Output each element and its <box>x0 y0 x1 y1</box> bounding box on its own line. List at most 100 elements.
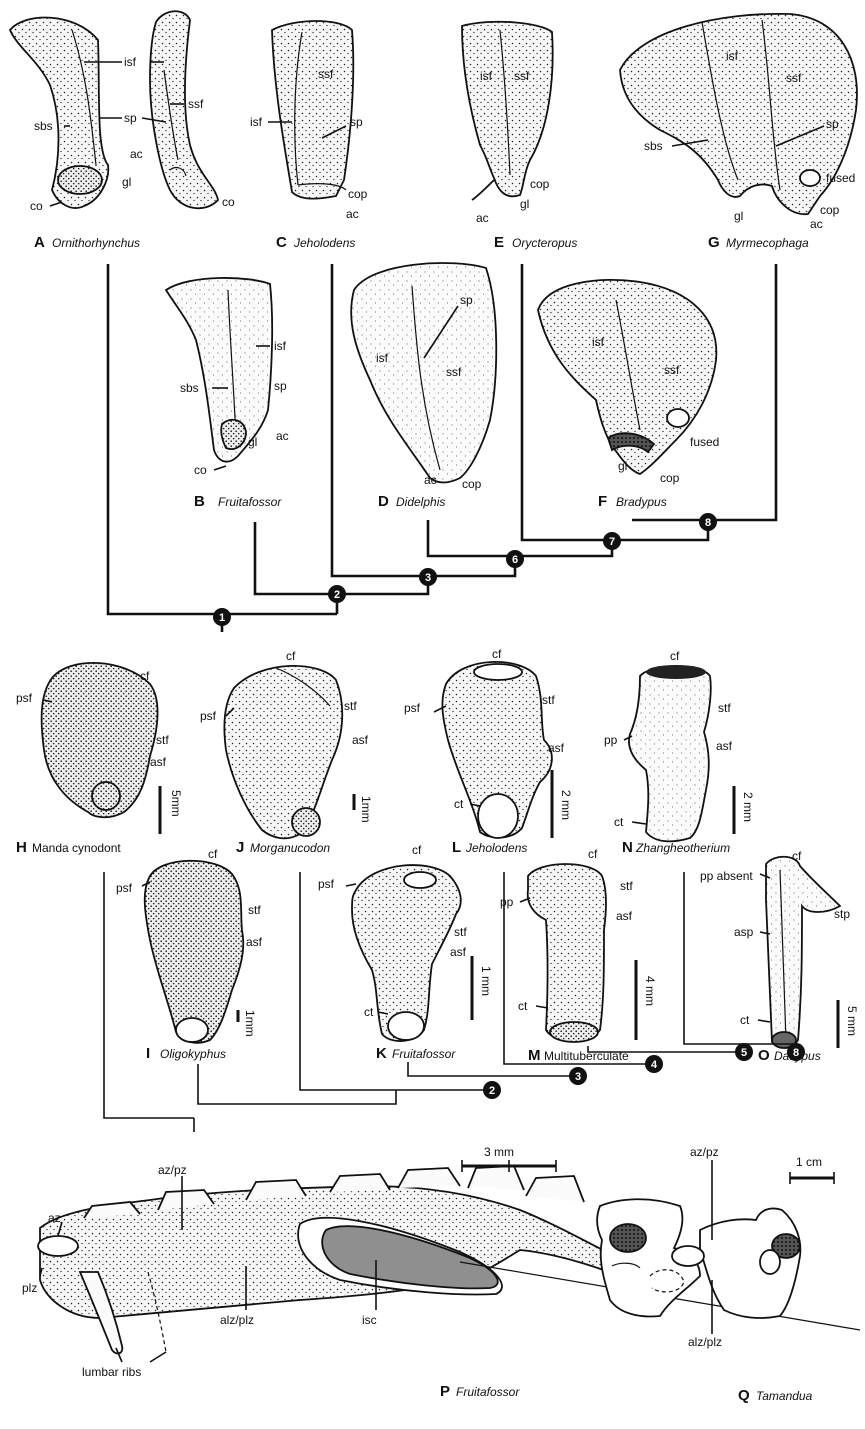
label-a-sbs: sbs <box>34 119 53 133</box>
scale-label-l: 2 mm <box>559 790 573 820</box>
caption-a-letter: A <box>34 234 45 251</box>
label-k-cf: cf <box>412 843 422 857</box>
caption-c-name: Jeholodens <box>293 236 355 250</box>
label-a-ac: ac <box>130 147 143 161</box>
scale-label-h: 5mm <box>169 790 183 817</box>
scapula-jeholodens <box>272 21 353 199</box>
svg-text:1: 1 <box>219 612 225 624</box>
humerus-dasypus <box>766 857 840 1048</box>
label-e-isf: isf <box>480 69 493 83</box>
label-a-ssf: ssf <box>188 97 204 111</box>
label-f-gl: gl <box>618 459 627 473</box>
label-m-pp: pp <box>500 895 514 909</box>
label-a-sp: sp <box>124 111 137 125</box>
label-l-cf: cf <box>492 647 502 661</box>
svg-text:6: 6 <box>512 554 518 566</box>
scale-label-q: 1 cm <box>796 1155 822 1169</box>
scale-label-k: 1 mm <box>479 966 493 996</box>
svg-text:2: 2 <box>489 1085 495 1097</box>
label-p-plz: plz <box>22 1281 37 1295</box>
humerus-multituberculate <box>528 864 606 1042</box>
scapula-orycteropus <box>462 22 553 200</box>
caption-j-name: Morganucodon <box>250 841 330 855</box>
caption-i: I Oligokyphus <box>146 1045 226 1062</box>
label-c-cop: cop <box>348 187 368 201</box>
caption-f-letter: F <box>598 493 607 510</box>
humerus-oligokyphus <box>145 861 244 1043</box>
label-a-co-left: co <box>30 199 43 213</box>
label-b-ac: ac <box>276 429 289 443</box>
label-a-gl: gl <box>122 175 131 189</box>
caption-e-letter: E <box>494 234 504 251</box>
label-m-stf: stf <box>620 879 633 893</box>
label-k-asf: asf <box>450 945 467 959</box>
vertebrae-tamandua <box>597 1199 800 1318</box>
label-d-sp: sp <box>460 293 473 307</box>
label-o-pp-absent: pp absent <box>700 869 753 883</box>
node-top-3: 3 <box>419 568 437 586</box>
caption-e: E Orycteropus <box>494 234 577 251</box>
label-d-ssf: ssf <box>446 365 462 379</box>
label-n-stf: stf <box>718 701 731 715</box>
label-q-az-pz: az/pz <box>690 1145 719 1159</box>
label-o-stp: stp <box>834 907 850 921</box>
scale-label-p: 3 mm <box>484 1145 514 1159</box>
label-i-cf: cf <box>208 847 218 861</box>
svg-text:3: 3 <box>575 1071 581 1083</box>
label-e-gl: gl <box>520 197 529 211</box>
label-o-ct: ct <box>740 1013 750 1027</box>
label-g-sbs: sbs <box>644 139 663 153</box>
label-p-az-pz: az/pz <box>158 1163 187 1177</box>
caption-q-name: Tamandua <box>756 1389 813 1403</box>
caption-h-name: Manda cynodont <box>32 841 121 855</box>
node-bottom-3: 3 <box>569 1067 587 1085</box>
caption-q-letter: Q <box>738 1387 750 1404</box>
caption-m-name: Multituberculate <box>544 1049 629 1063</box>
caption-p-letter: P <box>440 1383 450 1400</box>
label-g-gl: gl <box>734 209 743 223</box>
label-a-co-right: co <box>222 195 235 209</box>
label-d-ac: ac <box>424 473 437 487</box>
scapula-myrmecophaga <box>620 14 857 214</box>
label-i-psf: psf <box>116 881 133 895</box>
label-c-ssf: ssf <box>318 67 334 81</box>
svg-text:7: 7 <box>609 536 615 548</box>
scapula-ornithorhynchus <box>10 11 218 208</box>
label-h-psf: psf <box>16 691 33 705</box>
node-bottom-8: 8 <box>787 1043 805 1061</box>
node-bottom-4: 4 <box>645 1055 663 1073</box>
svg-text:4: 4 <box>651 1059 658 1071</box>
scale-label-i: 1mm <box>243 1010 257 1037</box>
caption-i-name: Oligokyphus <box>160 1047 226 1061</box>
svg-text:5: 5 <box>741 1047 747 1059</box>
label-i-stf: stf <box>248 903 261 917</box>
caption-i-letter: I <box>146 1045 150 1062</box>
label-f-fused: fused <box>690 435 719 449</box>
label-p-lumbar-ribs: lumbar ribs <box>82 1365 141 1379</box>
label-e-ssf: ssf <box>514 69 530 83</box>
label-h-cf: cf <box>140 669 150 683</box>
label-o-cf: cf <box>792 849 802 863</box>
label-e-ac: ac <box>476 211 489 225</box>
node-top-6: 6 <box>506 550 524 568</box>
caption-a: A Ornithorhynchus <box>34 234 140 251</box>
caption-n-name: Zhangheotherium <box>635 841 730 855</box>
label-n-cf: cf <box>670 649 680 663</box>
caption-q: Q Tamandua <box>738 1387 813 1404</box>
caption-d-name: Didelphis <box>396 495 445 509</box>
caption-j-letter: J <box>236 839 244 856</box>
label-j-psf: psf <box>200 709 217 723</box>
scale-label-m: 4 mm <box>643 976 657 1006</box>
node-bottom-5: 5 <box>735 1043 753 1061</box>
label-i-asf: asf <box>246 935 263 949</box>
label-j-stf: stf <box>344 699 357 713</box>
scale-label-o: 5 mm <box>845 1006 859 1036</box>
label-n-asf: asf <box>716 739 733 753</box>
label-b-gl: gl <box>248 435 257 449</box>
caption-b-letter: B <box>194 493 205 510</box>
label-o-asp: asp <box>734 925 754 939</box>
label-b-sp: sp <box>274 379 287 393</box>
caption-l: L Jeholodens <box>452 839 527 856</box>
label-c-sp: sp <box>350 115 363 129</box>
caption-h-letter: H <box>16 839 27 856</box>
